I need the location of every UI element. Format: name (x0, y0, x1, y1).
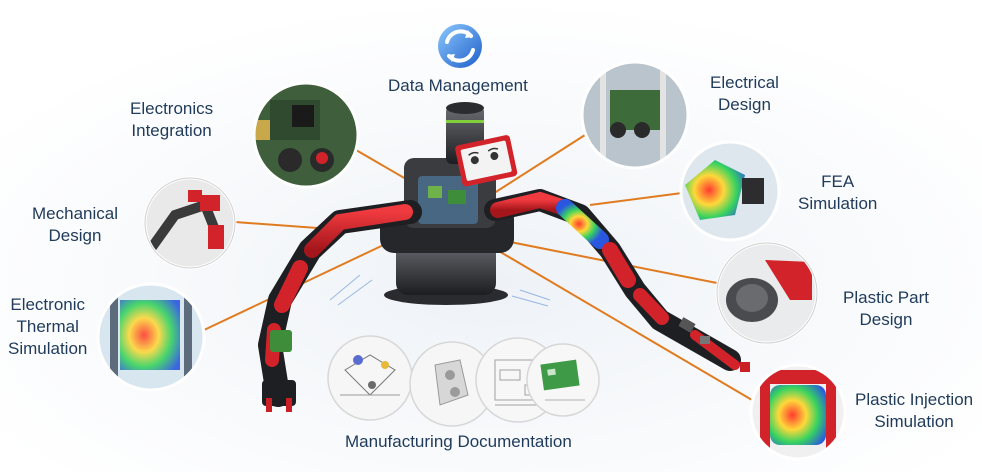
electronic-thermal-simulation-thumbnail (96, 282, 206, 392)
plastic-injection-simulation-thumbnail (749, 363, 847, 461)
sync-arrows-icon (438, 24, 482, 68)
connector-plastic-part-design (489, 237, 718, 284)
label-manufacturing-documentation: Manufacturing Documentation (345, 432, 572, 451)
label-electrical-design: Electrical Design (710, 73, 779, 114)
label-electronics-integration: Electronics Integration (130, 99, 214, 140)
label-data-management: Data Management (388, 76, 528, 95)
label-plastic-part-design: Plastic Part Design (843, 288, 929, 329)
connector-electrical-design (487, 134, 586, 198)
electrical-design-thumbnail (580, 60, 690, 170)
robot-illustration (258, 102, 750, 412)
label-fea-simulation: FEA Simulation (798, 172, 878, 213)
assembly-drawing (340, 354, 400, 396)
pcb-drawing (540, 359, 585, 401)
manufacturing-documentation-thumbnails (327, 335, 600, 427)
connector-plastic-injection-simulation (496, 249, 753, 401)
label-plastic-injection-simulation: Plastic Injection Simulation (855, 390, 974, 431)
label-electronic-thermal-simulation: Electronic Thermal Simulation (8, 295, 88, 358)
label-mechanical-design: Mechanical Design (32, 204, 118, 245)
part-render (434, 359, 469, 406)
electronics-integration-thumbnail (252, 81, 360, 189)
plastic-part-design-thumbnail (715, 241, 819, 345)
mechanical-design-thumbnail (143, 176, 237, 270)
connector-fea-simulation (589, 192, 683, 206)
fea-simulation-thumbnail (679, 140, 781, 242)
